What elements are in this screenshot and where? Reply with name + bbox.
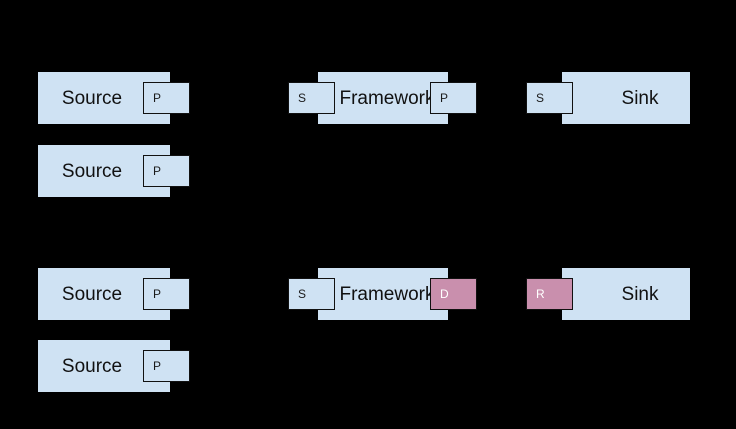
port-p[interactable]: P <box>430 82 477 114</box>
port-s[interactable]: S <box>288 82 335 114</box>
port-label: S <box>298 91 307 105</box>
node-label: Source <box>61 355 123 377</box>
port-label: S <box>536 91 545 105</box>
port-label: S <box>298 287 307 301</box>
port-p[interactable]: P <box>143 82 190 114</box>
port-s[interactable]: S <box>288 278 335 310</box>
node-framework[interactable]: Framework <box>318 72 448 124</box>
port-label: P <box>153 359 162 373</box>
port-r[interactable]: R <box>526 278 573 310</box>
port-p[interactable]: P <box>143 350 190 382</box>
node-label: Source <box>61 160 123 182</box>
node-framework[interactable]: Framework <box>318 268 448 320</box>
node-sink[interactable]: Sink <box>562 268 690 320</box>
node-label: Source <box>61 283 123 305</box>
port-d[interactable]: D <box>430 278 477 310</box>
port-label: P <box>153 91 162 105</box>
node-label: Source <box>61 87 123 109</box>
node-label: Framework <box>339 87 435 109</box>
node-label: Sink <box>621 87 659 109</box>
port-s[interactable]: S <box>526 82 573 114</box>
port-label: P <box>153 164 162 178</box>
node-label: Framework <box>339 283 435 305</box>
node-sink[interactable]: Sink <box>562 72 690 124</box>
port-p[interactable]: P <box>143 155 190 187</box>
node-label: Sink <box>621 283 659 305</box>
port-label: D <box>440 287 449 301</box>
port-label: R <box>536 287 545 301</box>
port-label: P <box>153 287 162 301</box>
node-source[interactable]: Source <box>38 145 170 197</box>
port-label: P <box>440 91 449 105</box>
port-p[interactable]: P <box>143 278 190 310</box>
